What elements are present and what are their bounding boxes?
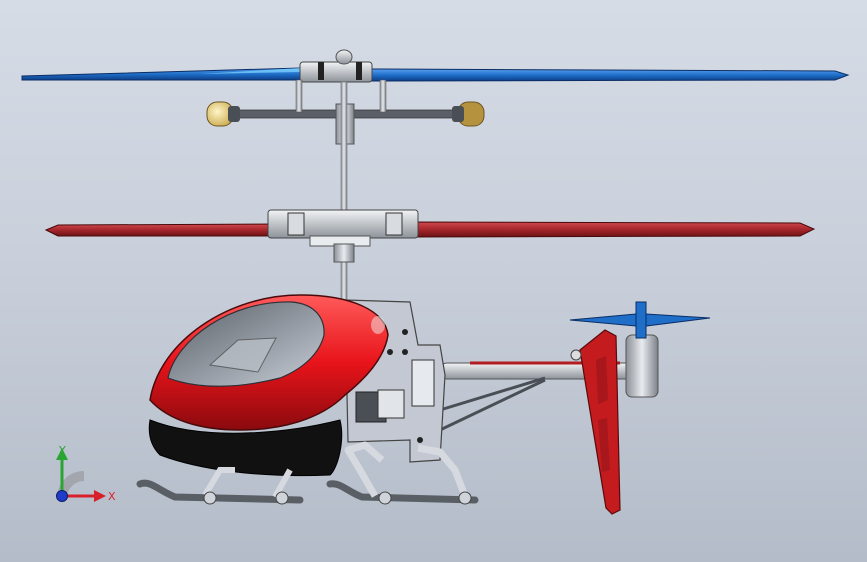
z-axis-dot [56, 490, 68, 502]
reference-triad: Y X [56, 444, 116, 503]
canopy[interactable] [148, 294, 389, 477]
tail-assembly[interactable] [439, 301, 711, 515]
landing-gear[interactable] [136, 441, 479, 505]
lower-rotor-blade-right[interactable] [409, 221, 816, 238]
x-axis-label: X [108, 490, 116, 503]
y-axis-label: Y [58, 444, 66, 457]
rotor-mast[interactable] [340, 81, 348, 308]
lower-rotor-blade-left[interactable] [44, 223, 281, 237]
upper-rotor-blade-left[interactable] [21, 67, 301, 81]
lower-rotor[interactable] [44, 209, 816, 263]
skid-right[interactable] [326, 480, 479, 504]
tail-rotor-blade-left[interactable] [569, 313, 637, 327]
tail-motor[interactable] [625, 334, 659, 398]
upper-rotor[interactable] [21, 49, 850, 83]
tail-rotor-blade-right[interactable] [645, 313, 711, 327]
upper-rotor-blade-right[interactable] [369, 68, 850, 82]
skid-left[interactable] [136, 479, 304, 504]
